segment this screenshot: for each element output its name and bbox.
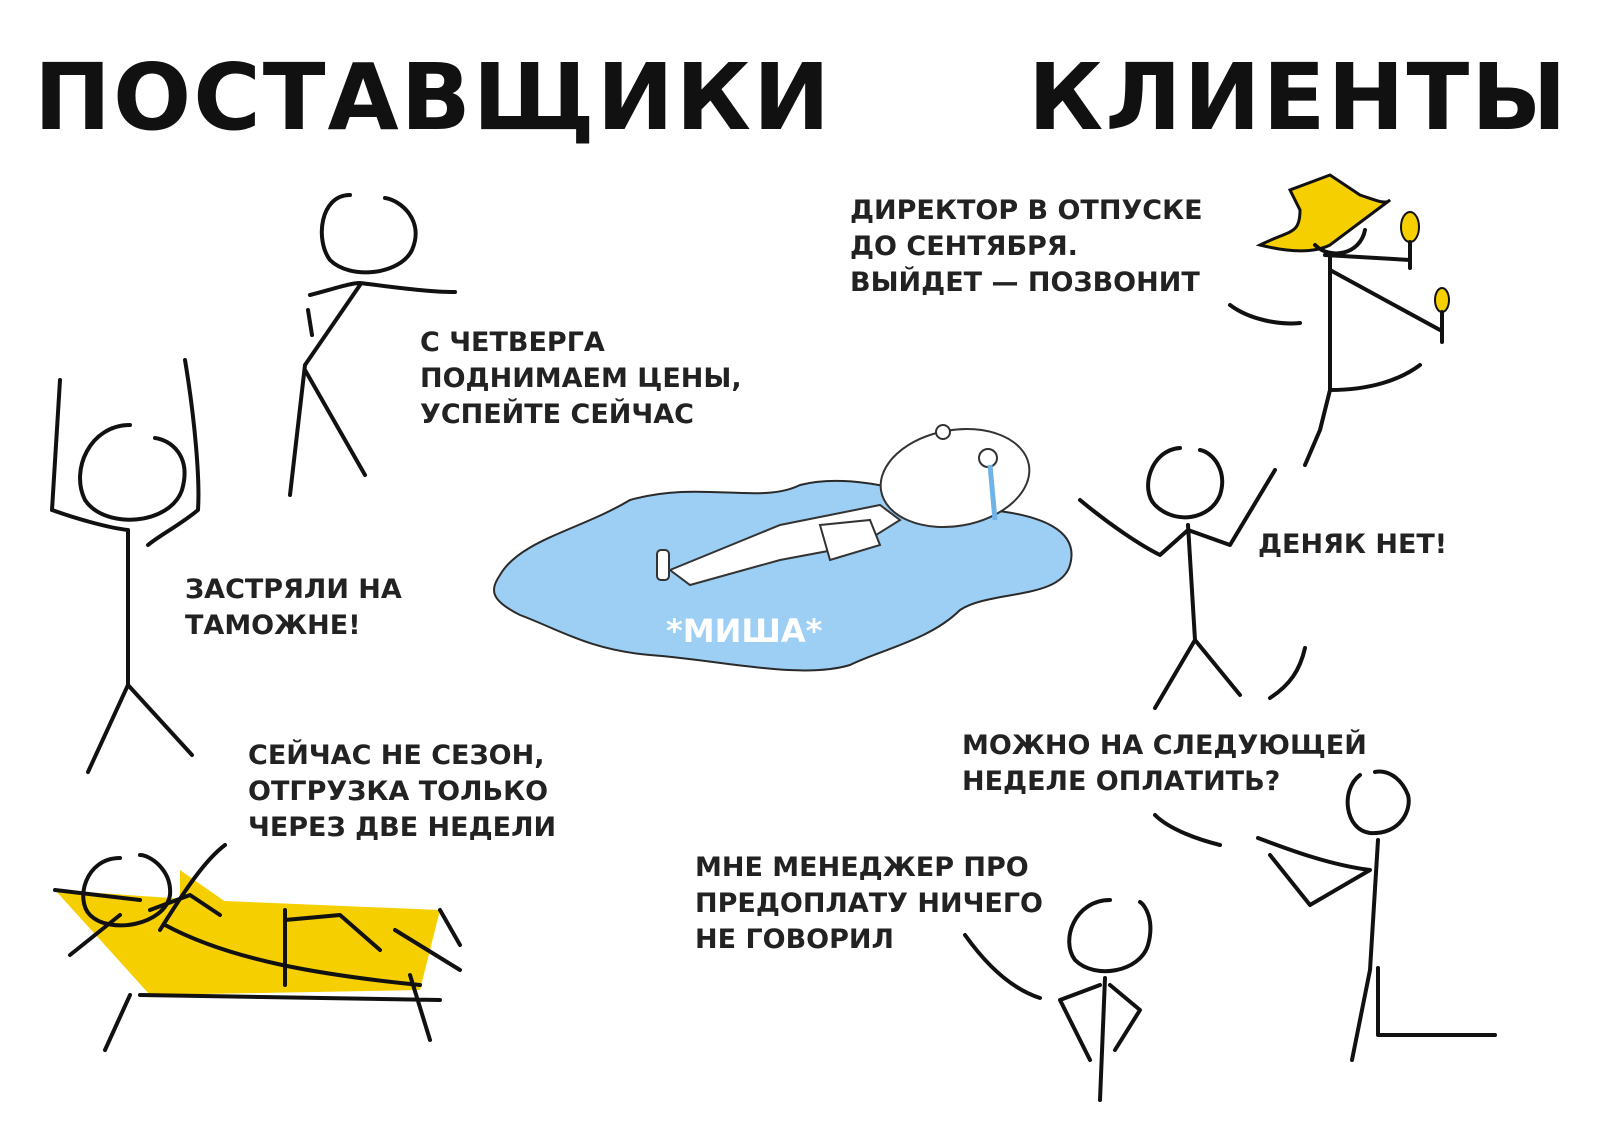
caption-line: ТАМОЖНЕ! bbox=[185, 610, 361, 641]
caption-line: УСПЕЙТЕ СЕЙЧАС bbox=[420, 399, 694, 430]
client-figure-no-money bbox=[1078, 446, 1307, 710]
caption-customs: ЗАСТРЯЛИ НА ТАМОЖНЕ! bbox=[185, 572, 402, 644]
supplier-figure-lounging bbox=[53, 843, 462, 1052]
caption-line: МОЖНО НА СЛЕДУЮЩЕЙ bbox=[962, 730, 1367, 761]
caption-line: ОТГРУЗКА ТОЛЬКО bbox=[248, 776, 549, 807]
caption-director-vacation: ДИРЕКТОР В ОТПУСКЕ ДО СЕНТЯБРЯ. ВЫЙДЕТ —… bbox=[850, 193, 1203, 301]
caption-manager: МНЕ МЕНЕДЖЕР ПРО ПРЕДОПЛАТУ НИЧЕГО НЕ ГО… bbox=[695, 850, 1043, 958]
supplier-figure-arms-up bbox=[50, 358, 201, 774]
supplier-figure-pointing bbox=[288, 193, 457, 497]
caption-line: СЕЙЧАС НЕ СЕЗОН, bbox=[248, 740, 545, 771]
suppliers-title: ПОСТАВЩИКИ bbox=[34, 44, 832, 151]
misha-label: *МИША* bbox=[666, 612, 823, 650]
caption-line: ПОДНИМАЕМ ЦЕНЫ, bbox=[420, 363, 742, 394]
caption-next-week: МОЖНО НА СЛЕДУЮЩЕЙ НЕДЕЛЕ ОПЛАТИТЬ? bbox=[962, 728, 1367, 800]
caption-thursday-prices: С ЧЕТВЕРГА ПОДНИМАЕМ ЦЕНЫ, УСПЕЙТЕ СЕЙЧА… bbox=[420, 325, 742, 433]
client-figure-vacation bbox=[1228, 173, 1450, 467]
caption-line: ВЫЙДЕТ — ПОЗВОНИТ bbox=[850, 267, 1200, 298]
tear-puddle bbox=[493, 479, 1073, 672]
caption-line: ДИРЕКТОР В ОТПУСКЕ bbox=[850, 195, 1203, 226]
clients-title: КЛИЕНТЫ bbox=[1028, 44, 1569, 151]
caption-line: ПРЕДОПЛАТУ НИЧЕГО bbox=[695, 888, 1043, 919]
caption-off-season: СЕЙЧАС НЕ СЕЗОН, ОТГРУЗКА ТОЛЬКО ЧЕРЕЗ Д… bbox=[248, 738, 556, 846]
client-figure-manager bbox=[963, 898, 1153, 1102]
misha-figure bbox=[656, 424, 1031, 587]
caption-line: С ЧЕТВЕРГА bbox=[420, 327, 605, 358]
caption-line: ДО СЕНТЯБРЯ. bbox=[850, 231, 1078, 262]
caption-line: МНЕ МЕНЕДЖЕР ПРО bbox=[695, 852, 1029, 883]
client-figure-next-week bbox=[1153, 769, 1497, 1062]
caption-no-money: ДЕНЯК НЕТ! bbox=[1258, 527, 1447, 563]
caption-line: ДЕНЯК НЕТ! bbox=[1258, 529, 1448, 560]
caption-line: ЧЕРЕЗ ДВЕ НЕДЕЛИ bbox=[248, 812, 557, 843]
caption-line: НЕДЕЛЕ ОПЛАТИТЬ? bbox=[962, 766, 1281, 797]
caption-line: НЕ ГОВОРИЛ bbox=[695, 924, 894, 955]
caption-line: ЗАСТРЯЛИ НА bbox=[185, 574, 402, 605]
